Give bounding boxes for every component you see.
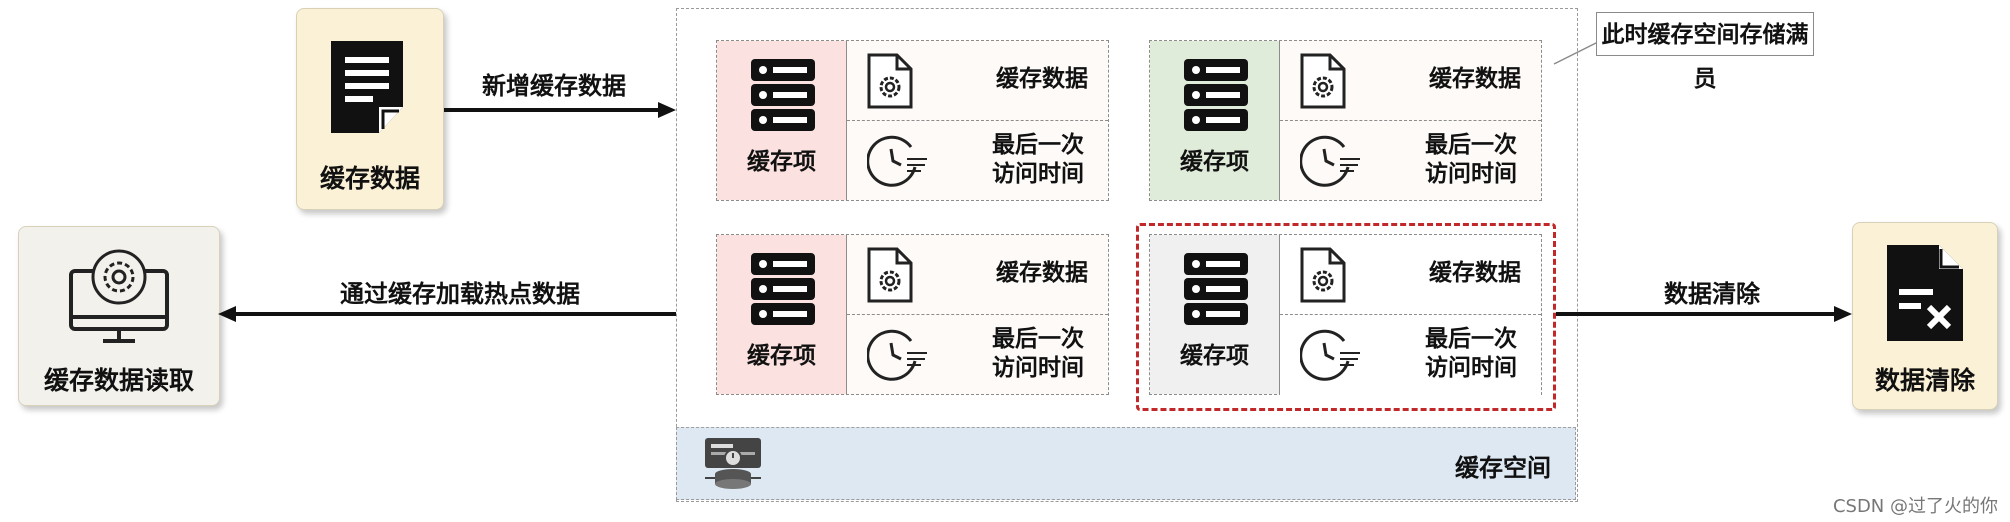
cache-data-row: 缓存数据 [847,235,1108,315]
last-access-time-label: 最后一次访问时间 [1425,132,1517,187]
cache-data-source-box: 缓存数据 [296,8,444,210]
server-icon [751,59,815,131]
cache-full-callout: 此时缓存空间存储满员 [1596,12,1814,92]
cache-item-label: 缓存项 [747,343,816,369]
cache-item-header: 缓存项 [717,41,847,200]
cache-item-label: 缓存项 [1180,343,1249,369]
server-icon [751,253,815,325]
server-icon [1184,59,1248,131]
file-gear-icon [867,247,913,303]
last-access-row: 最后一次访问时间 [1280,315,1541,395]
clock-icon [867,329,927,381]
cache-data-row: 缓存数据 [1280,41,1541,121]
cache-item-header: 缓存项 [717,235,847,394]
eviction-highlight-frame [1136,223,1556,411]
cache-item-4-evicted: 缓存项 缓存数据 最后一次访问时间 [1149,234,1542,395]
last-access-row: 最后一次访问时间 [1280,121,1541,201]
cache-space-label: 缓存空间 [1455,454,1551,482]
cache-reader-box: 缓存数据读取 [18,226,220,406]
last-access-time-label: 最后一次访问时间 [992,132,1084,187]
cache-data-label: 缓存数据 [996,66,1088,92]
cache-data-source-label: 缓存数据 [319,164,420,193]
cache-item-3: 缓存项 缓存数据 最后一次访问时间 [716,234,1109,395]
clock-icon [867,135,927,187]
file-remove-icon [1887,245,1963,341]
last-access-row: 最后一次访问时间 [847,315,1108,395]
cache-server-icon [705,438,761,489]
watermark-text: CSDN @过了火的你 [1832,496,1998,517]
clock-icon [1300,329,1360,381]
cache-item-header: 缓存项 [1150,235,1280,394]
cache-data-row: 缓存数据 [1280,235,1541,315]
data-clear-arrow-label: 数据清除 [1664,280,1760,308]
monitor-settings-icon [69,249,169,343]
cache-data-label: 缓存数据 [1429,260,1521,286]
last-access-row: 最后一次访问时间 [847,121,1108,201]
data-clear-box-label: 数据清除 [1874,366,1975,395]
document-icon [331,41,403,133]
data-clear-box: 数据清除 [1852,222,1998,410]
cache-data-label: 缓存数据 [1429,66,1521,92]
last-access-time-label: 最后一次访问时间 [1425,326,1517,381]
cache-item-1: 缓存项 缓存数据 最后一次访问时间 [716,40,1109,201]
cache-data-label: 缓存数据 [996,260,1088,286]
load-hot-data-arrow [218,306,714,322]
last-access-time-label: 最后一次访问时间 [992,326,1084,381]
cache-reader-label: 缓存数据读取 [43,366,194,395]
server-icon [1184,253,1248,325]
add-cache-data-arrow [444,102,676,118]
file-gear-icon [1300,247,1346,303]
cache-space-footer: 缓存空间 [676,427,1576,500]
cache-item-label: 缓存项 [1180,149,1249,175]
clock-icon [1300,135,1360,187]
file-gear-icon [1300,53,1346,109]
load-hot-data-label: 通过缓存加载热点数据 [340,280,580,308]
cache-data-row: 缓存数据 [847,41,1108,121]
data-clear-arrow [1556,306,1852,322]
add-cache-data-label: 新增缓存数据 [482,72,626,100]
cache-item-header: 缓存项 [1150,41,1280,200]
cache-item-label: 缓存项 [747,149,816,175]
cache-item-2: 缓存项 缓存数据 最后一次访问时间 [1149,40,1542,201]
callout-pointer [1553,41,1599,65]
file-gear-icon [867,53,913,109]
